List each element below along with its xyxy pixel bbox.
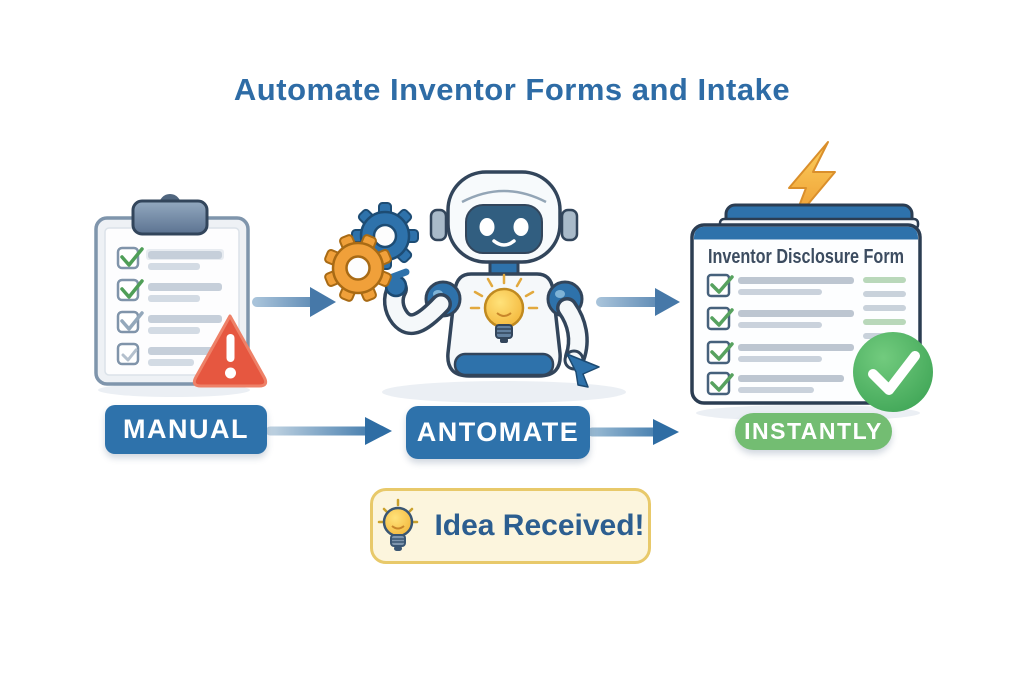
warning-triangle-icon (192, 314, 268, 388)
checkmark-icon (120, 247, 144, 267)
robot-waist-band (453, 352, 555, 377)
robot-arm-left (382, 268, 452, 336)
success-check-icon (853, 332, 933, 412)
checkmark-icon (710, 275, 734, 294)
stage-label-automate: ANTOMATE (406, 406, 590, 459)
robot-head (429, 170, 579, 264)
gear-orange-icon (324, 234, 392, 302)
clipboard-checklist-rows (116, 246, 224, 366)
checkmark-icon (120, 311, 144, 331)
robot-eye (513, 218, 529, 236)
checkmark-icon (121, 348, 138, 362)
stage-label-manual: MANUAL (105, 405, 267, 454)
banner-text: Idea Received! (434, 509, 645, 542)
document-title: Inventor Disclosure Form (708, 246, 904, 268)
arrow-right-icon (587, 419, 679, 445)
cursor-icon (566, 353, 600, 388)
disclosure-form-icon: Inventor Disclosure Form (690, 141, 933, 421)
robot-smile (492, 239, 516, 247)
checkmark-icon (710, 373, 734, 392)
clipboard-clip (131, 199, 209, 236)
robot-face-screen (465, 204, 543, 254)
robot-assistant-icon (324, 170, 626, 403)
document-header-bar (694, 226, 918, 240)
robot-ear-left (429, 208, 448, 242)
lightbulb-icon (469, 273, 539, 343)
robot-eye (479, 218, 495, 236)
idea-banner: Idea Received! (370, 488, 651, 564)
robot-ear-right (560, 208, 579, 242)
checkmark-icon (710, 342, 734, 361)
checkmark-icon (120, 279, 144, 299)
stage-label-instantly: INSTANTLY (735, 413, 892, 450)
page-title: Automate Inventor Forms and Intake (233, 72, 791, 107)
document-checklist-rows (706, 273, 854, 396)
checkmark-icon (710, 308, 734, 327)
clipboard-checklist-icon (94, 194, 268, 397)
arrow-right-icon (265, 417, 392, 445)
lightbulb-icon (378, 498, 419, 551)
robot-shadow (382, 381, 626, 403)
